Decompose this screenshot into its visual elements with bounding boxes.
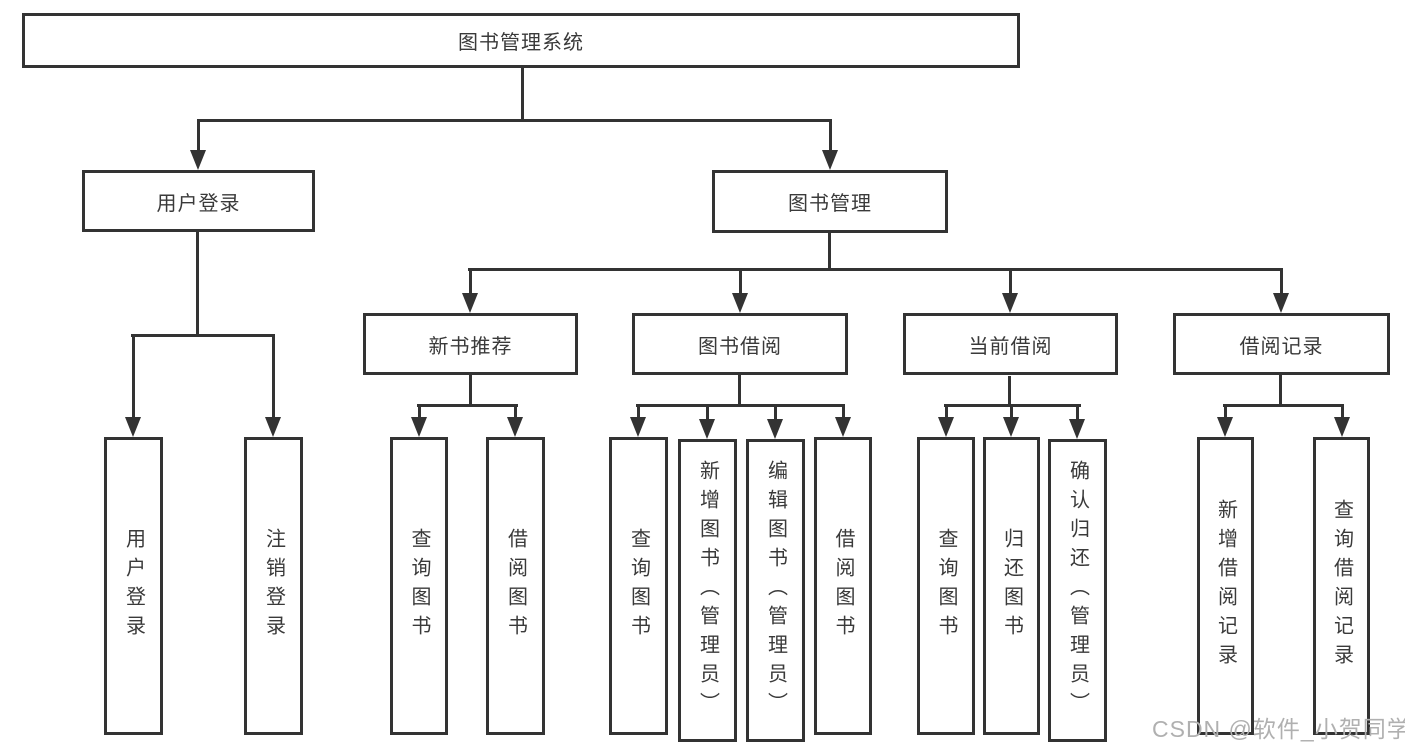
arrow-down-icon (1002, 270, 1018, 313)
arrow-down-icon (1003, 406, 1019, 437)
node-leaf-logout-label: 注销登录 (262, 528, 285, 644)
node-leaf-user-login-label: 用户登录 (122, 528, 145, 644)
connector-mgmt-stem (828, 233, 831, 270)
arrow-down-icon (190, 120, 206, 170)
node-leaf-user-login: 用户登录 (104, 437, 163, 735)
node-leaf-add-borrow-record-label: 新增借阅记录 (1214, 499, 1237, 673)
connector-recommend-stem (469, 375, 472, 406)
connector-records-stem (1279, 375, 1282, 406)
node-leaf-borrow-book-2-label: 借阅图书 (832, 528, 854, 644)
node-leaf-return-book: 归还图书 (983, 437, 1040, 735)
connector-mgmt-rail (468, 268, 1283, 271)
arrow-down-icon (265, 336, 281, 437)
connector-current-rail (944, 404, 1081, 407)
node-leaf-edit-book-admin-label: 编辑图书（管理员） (764, 460, 787, 721)
node-leaf-query-book-1: 查询图书 (390, 437, 448, 735)
node-leaf-query-book-2: 查询图书 (609, 437, 668, 735)
node-book-management: 图书管理 (712, 170, 948, 233)
node-user-login: 用户登录 (82, 170, 315, 232)
arrow-down-icon (1334, 406, 1350, 437)
node-book-management-label: 图书管理 (788, 193, 872, 215)
connector-borrow-rail (636, 404, 845, 407)
arrow-down-icon (125, 336, 141, 437)
node-current-borrow-label: 当前借阅 (968, 335, 1053, 358)
arrow-down-icon (699, 406, 715, 439)
arrow-down-icon (1069, 406, 1085, 439)
node-leaf-borrow-book-1-label: 借阅图书 (504, 528, 527, 644)
csdn-watermark: CSDN @软件_小贺同学 (1152, 716, 1405, 742)
node-user-login-label: 用户登录 (156, 192, 241, 215)
node-leaf-query-book-1-label: 查询图书 (408, 528, 430, 644)
connector-records-rail (1223, 404, 1344, 407)
arrow-down-icon (835, 406, 851, 437)
node-leaf-edit-book-admin: 编辑图书（管理员） (746, 439, 805, 742)
arrow-down-icon (462, 270, 478, 313)
arrow-down-icon (822, 120, 838, 170)
connector-current-stem (1008, 376, 1011, 406)
node-library-system-label: 图书管理系统 (458, 32, 584, 54)
node-leaf-query-borrow-record: 查询借阅记录 (1313, 437, 1370, 735)
arrow-down-icon (507, 406, 523, 437)
node-leaf-query-book-3-label: 查询图书 (935, 528, 957, 644)
node-leaf-query-borrow-record-label: 查询借阅记录 (1330, 499, 1353, 673)
connector-root-stem (521, 68, 524, 120)
node-current-borrow: 当前借阅 (903, 313, 1118, 375)
arrow-down-icon (630, 406, 646, 437)
connector-user-rail (131, 334, 275, 337)
node-leaf-add-book-admin-label: 新增图书（管理员） (696, 460, 719, 721)
node-leaf-borrow-book-1: 借阅图书 (486, 437, 545, 735)
arrow-down-icon (1217, 406, 1233, 437)
node-borrow-records: 借阅记录 (1173, 313, 1390, 375)
connector-user-stem (196, 232, 199, 336)
connector-root-rail (197, 119, 832, 122)
connector-borrow-stem (738, 375, 741, 406)
node-leaf-query-book-3: 查询图书 (917, 437, 975, 735)
node-new-book-recommend-label: 新书推荐 (428, 335, 513, 358)
node-borrow-records-label: 借阅记录 (1239, 335, 1324, 358)
node-book-borrow: 图书借阅 (632, 313, 848, 375)
node-leaf-add-book-admin: 新增图书（管理员） (678, 439, 737, 742)
node-leaf-add-borrow-record: 新增借阅记录 (1197, 437, 1254, 735)
connector-recommend-rail (417, 404, 518, 407)
node-leaf-confirm-return-admin-label: 确认归还（管理员） (1066, 460, 1089, 721)
node-leaf-query-book-2-label: 查询图书 (627, 528, 650, 644)
arrow-down-icon (767, 406, 783, 439)
arrow-down-icon (1273, 270, 1289, 313)
node-book-borrow-label: 图书借阅 (698, 335, 782, 358)
node-leaf-borrow-book-2: 借阅图书 (814, 437, 872, 735)
node-leaf-logout: 注销登录 (244, 437, 303, 735)
node-leaf-confirm-return-admin: 确认归还（管理员） (1048, 439, 1107, 742)
node-library-system: 图书管理系统 (22, 13, 1020, 68)
arrow-down-icon (732, 270, 748, 313)
arrow-down-icon (938, 406, 954, 437)
node-new-book-recommend: 新书推荐 (363, 313, 578, 375)
node-leaf-return-book-label: 归还图书 (1000, 528, 1023, 644)
arrow-down-icon (411, 406, 427, 437)
